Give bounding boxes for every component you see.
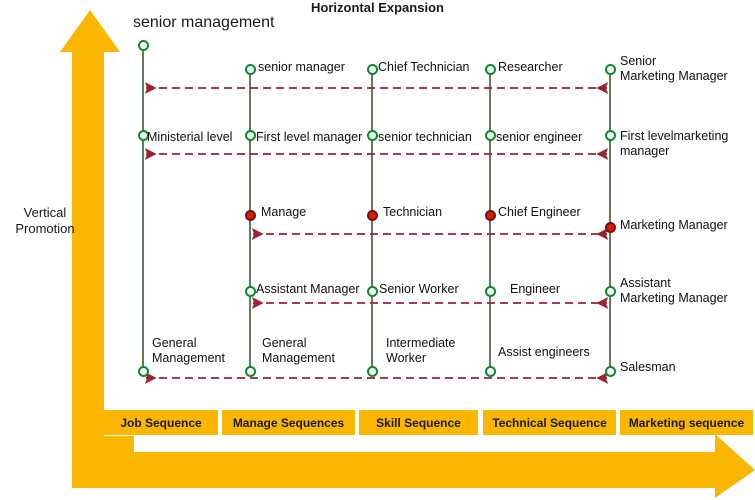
node-label-researcher: Researcher (498, 60, 563, 74)
horizontal-expansion-arrow (72, 434, 755, 498)
node-chief-engineer[interactable] (485, 210, 496, 221)
vertical-promotion-arrow (60, 10, 134, 488)
node-assist-engineers[interactable] (485, 366, 496, 377)
node-first-level-manager[interactable] (245, 130, 256, 141)
level-connectors (144, 82, 609, 384)
node-label-chief-technician: Chief Technician (378, 60, 470, 74)
chip-manage-sequences[interactable]: Manage Sequences (222, 410, 355, 435)
node-general-management-col1[interactable] (138, 366, 149, 377)
node-label-senior-manager: senior manager (258, 60, 345, 74)
node-senior-engineer[interactable] (485, 130, 496, 141)
node-label-ministerial-level: Ministerial level (147, 130, 233, 144)
node-label-senior-worker: Senior Worker (379, 282, 459, 296)
node-assistant-manager[interactable] (245, 286, 256, 297)
node-general-management-col2[interactable] (245, 366, 256, 377)
node-engineer[interactable] (485, 286, 496, 297)
node-label-chief-engineer: Chief Engineer (498, 205, 581, 219)
node-label-salesman: Salesman (620, 360, 676, 374)
horizontal-axis-label: Horizontal Expansion (311, 0, 444, 15)
node-first-level-marketing-manager[interactable] (605, 130, 616, 141)
node-senior-management[interactable] (138, 40, 149, 51)
node-researcher[interactable] (485, 64, 496, 75)
node-label-engineer: Engineer (510, 282, 561, 296)
node-label-technician: Technician (383, 205, 443, 219)
node-label-first-level-marketing-manager: First levelmarketing manager (620, 129, 729, 159)
node-manage[interactable] (245, 210, 256, 221)
node-intermediate-worker[interactable] (367, 366, 378, 377)
node-label-assistant-marketing-manager: Assistant Marketing Manager (620, 276, 728, 306)
node-senior-worker[interactable] (367, 286, 378, 297)
node-senior-manager[interactable] (245, 64, 256, 75)
node-ministerial-level[interactable] (138, 130, 149, 141)
node-senior-marketing-manager[interactable] (605, 64, 616, 75)
chip-skill-sequence[interactable]: Skill Sequence (359, 410, 478, 435)
chip-marketing-sequence[interactable]: Marketing sequence (620, 410, 753, 435)
node-label-assist-engineers: Assist engineers (498, 345, 590, 359)
vertical-axis-label: Vertical Promotion (15, 205, 75, 237)
chip-job-sequence[interactable]: Job Sequence (104, 410, 218, 435)
node-assistant-marketing-manager[interactable] (605, 286, 616, 297)
chip-technical-sequence[interactable]: Technical Sequence (483, 410, 616, 435)
node-label-senior-technician: senior technician (378, 130, 472, 144)
node-label-manage: Manage (261, 205, 307, 219)
page-title: senior management (133, 14, 275, 31)
node-salesman[interactable] (605, 366, 616, 377)
node-label-general-management-col1: General Management (152, 336, 225, 366)
node-label-intermediate-worker: Intermediate Worker (386, 336, 456, 366)
node-label-marketing-manager: Marketing Manager (620, 218, 728, 232)
node-chief-technician[interactable] (367, 64, 378, 75)
node-marketing-manager[interactable] (605, 222, 616, 233)
node-label-assistant-manager: Assistant Manager (256, 282, 360, 296)
node-label-first-level-manager: First level manager (256, 130, 363, 144)
node-technician[interactable] (367, 210, 378, 221)
column-lines (142, 46, 611, 372)
node-senior-technician[interactable] (367, 130, 378, 141)
node-label-senior-marketing-manager: Senior Marketing Manager (620, 54, 728, 84)
node-label-senior-engineer: senior engineer (496, 130, 583, 144)
node-label-general-management-col2: General Management (262, 336, 335, 366)
